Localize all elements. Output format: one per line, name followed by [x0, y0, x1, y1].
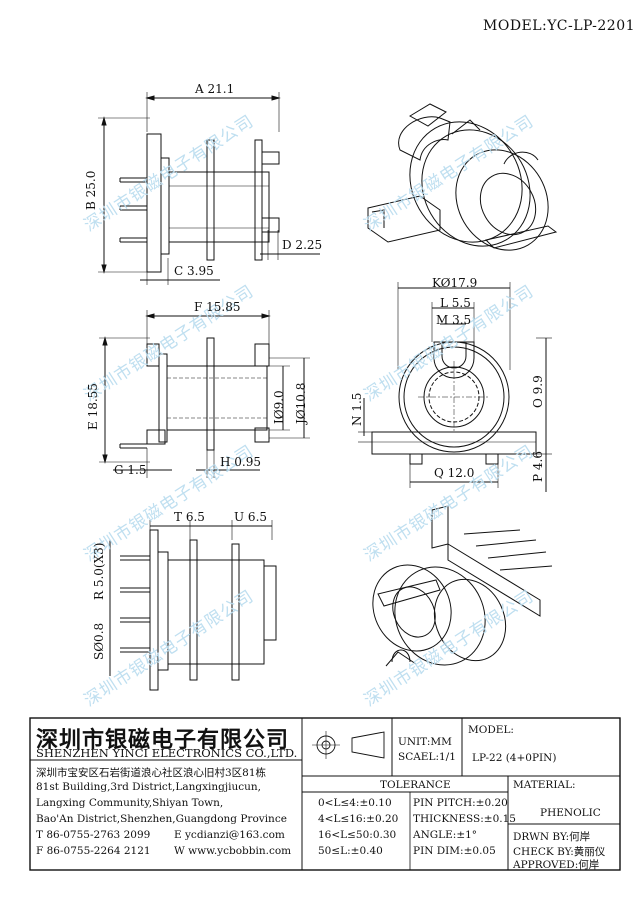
dim-t: T 6.5 [174, 510, 205, 524]
dim-f: F 15.85 [194, 300, 241, 314]
address-en-2: Langxing Community,Shiyan Town, [36, 797, 224, 809]
isometric-view-2 [372, 505, 553, 667]
dim-d: D 2.25 [282, 238, 323, 252]
address-en-3: Bao'An District,Shenzhen,Guangdong Provi… [36, 813, 287, 825]
dim-k: KØ17.9 [432, 276, 478, 290]
model-label: MODEL: [468, 724, 514, 736]
tolerance-row-2: 4<L≤16:±0.20 [318, 813, 399, 825]
telephone: T 86-0755-2763 2099 [36, 829, 151, 841]
dim-b: B 25.0 [84, 170, 98, 210]
checked-by: CHECK BY:黄丽仪 [513, 846, 606, 858]
material-value: PHENOLIC [540, 807, 601, 819]
side-view-3 [109, 520, 277, 691]
isometric-view-1 [367, 103, 558, 251]
dim-o: O 9.9 [531, 375, 545, 408]
dim-i: IØ9.0 [272, 390, 286, 424]
model-value: LP-22 (4+0PIN) [472, 752, 557, 764]
dim-u: U 6.5 [234, 510, 268, 524]
fax: F 86-0755-2264 2121 [36, 845, 151, 857]
unit-label: UNIT:MM [398, 736, 452, 748]
material-label: MATERIAL: [513, 779, 576, 791]
approved-by: APPROVED:何岸 [513, 859, 600, 871]
pin-tolerance-1: PIN PITCH:±0.20 [413, 797, 508, 809]
dim-m: M 3.5 [436, 313, 472, 327]
dim-s: SØ0.8 [92, 622, 106, 660]
tolerance-row-4: 50≤L:±0.40 [318, 845, 383, 857]
tolerance-row-1: 0<L≤4:±0.10 [318, 797, 392, 809]
dim-a: A 21.1 [195, 82, 235, 96]
dim-p: P 4.6 [531, 451, 545, 482]
address-en-1: 81st Building,3rd District,Langxingjiucu… [36, 781, 261, 793]
pin-tolerance-3: ANGLE:±1° [413, 829, 478, 841]
dim-e: E 18.55 [86, 383, 100, 430]
email: E ycdianzi@163.com [174, 829, 285, 841]
dim-r: R 5.0(X3) [92, 542, 106, 600]
scale-label: SCAEL:1/1 [398, 751, 456, 763]
dim-q: Q 12.0 [434, 466, 475, 480]
company-name-en: SHENZHEN YINCI ELECTRONICS CO.,LTD. [36, 746, 298, 760]
title-block [29, 717, 621, 871]
tolerance-row-3: 16<L≤50:0.30 [318, 829, 397, 841]
pin-tolerance-2: THICKNESS:±0.15 [413, 813, 516, 825]
model-header: MODEL:YC-LP-2201 [483, 18, 636, 34]
dim-h: H 0.95 [220, 455, 261, 469]
side-view-1 [98, 92, 320, 285]
side-view-2 [99, 310, 310, 478]
drawn-by: DRWN BY:何岸 [513, 831, 591, 843]
dim-l: L 5.5 [440, 296, 471, 310]
company-name-cn: 深圳市银磁电子有限公司 [36, 728, 290, 753]
dim-c: C 3.95 [174, 264, 214, 278]
dim-j: JØ10.8 [294, 382, 308, 424]
pin-tolerance-4: PIN DIM:±0.05 [413, 845, 496, 857]
dim-n: N 1.5 [350, 392, 364, 426]
front-view-circle [358, 282, 552, 492]
website: W www.ycbobbin.com [174, 845, 292, 857]
address-cn: 深圳市宝安区石岩街道浪心社区浪心旧村3区81栋 [36, 767, 267, 779]
tolerance-title: TOLERANCE [380, 779, 451, 791]
dim-g: G 1.5 [114, 463, 147, 477]
